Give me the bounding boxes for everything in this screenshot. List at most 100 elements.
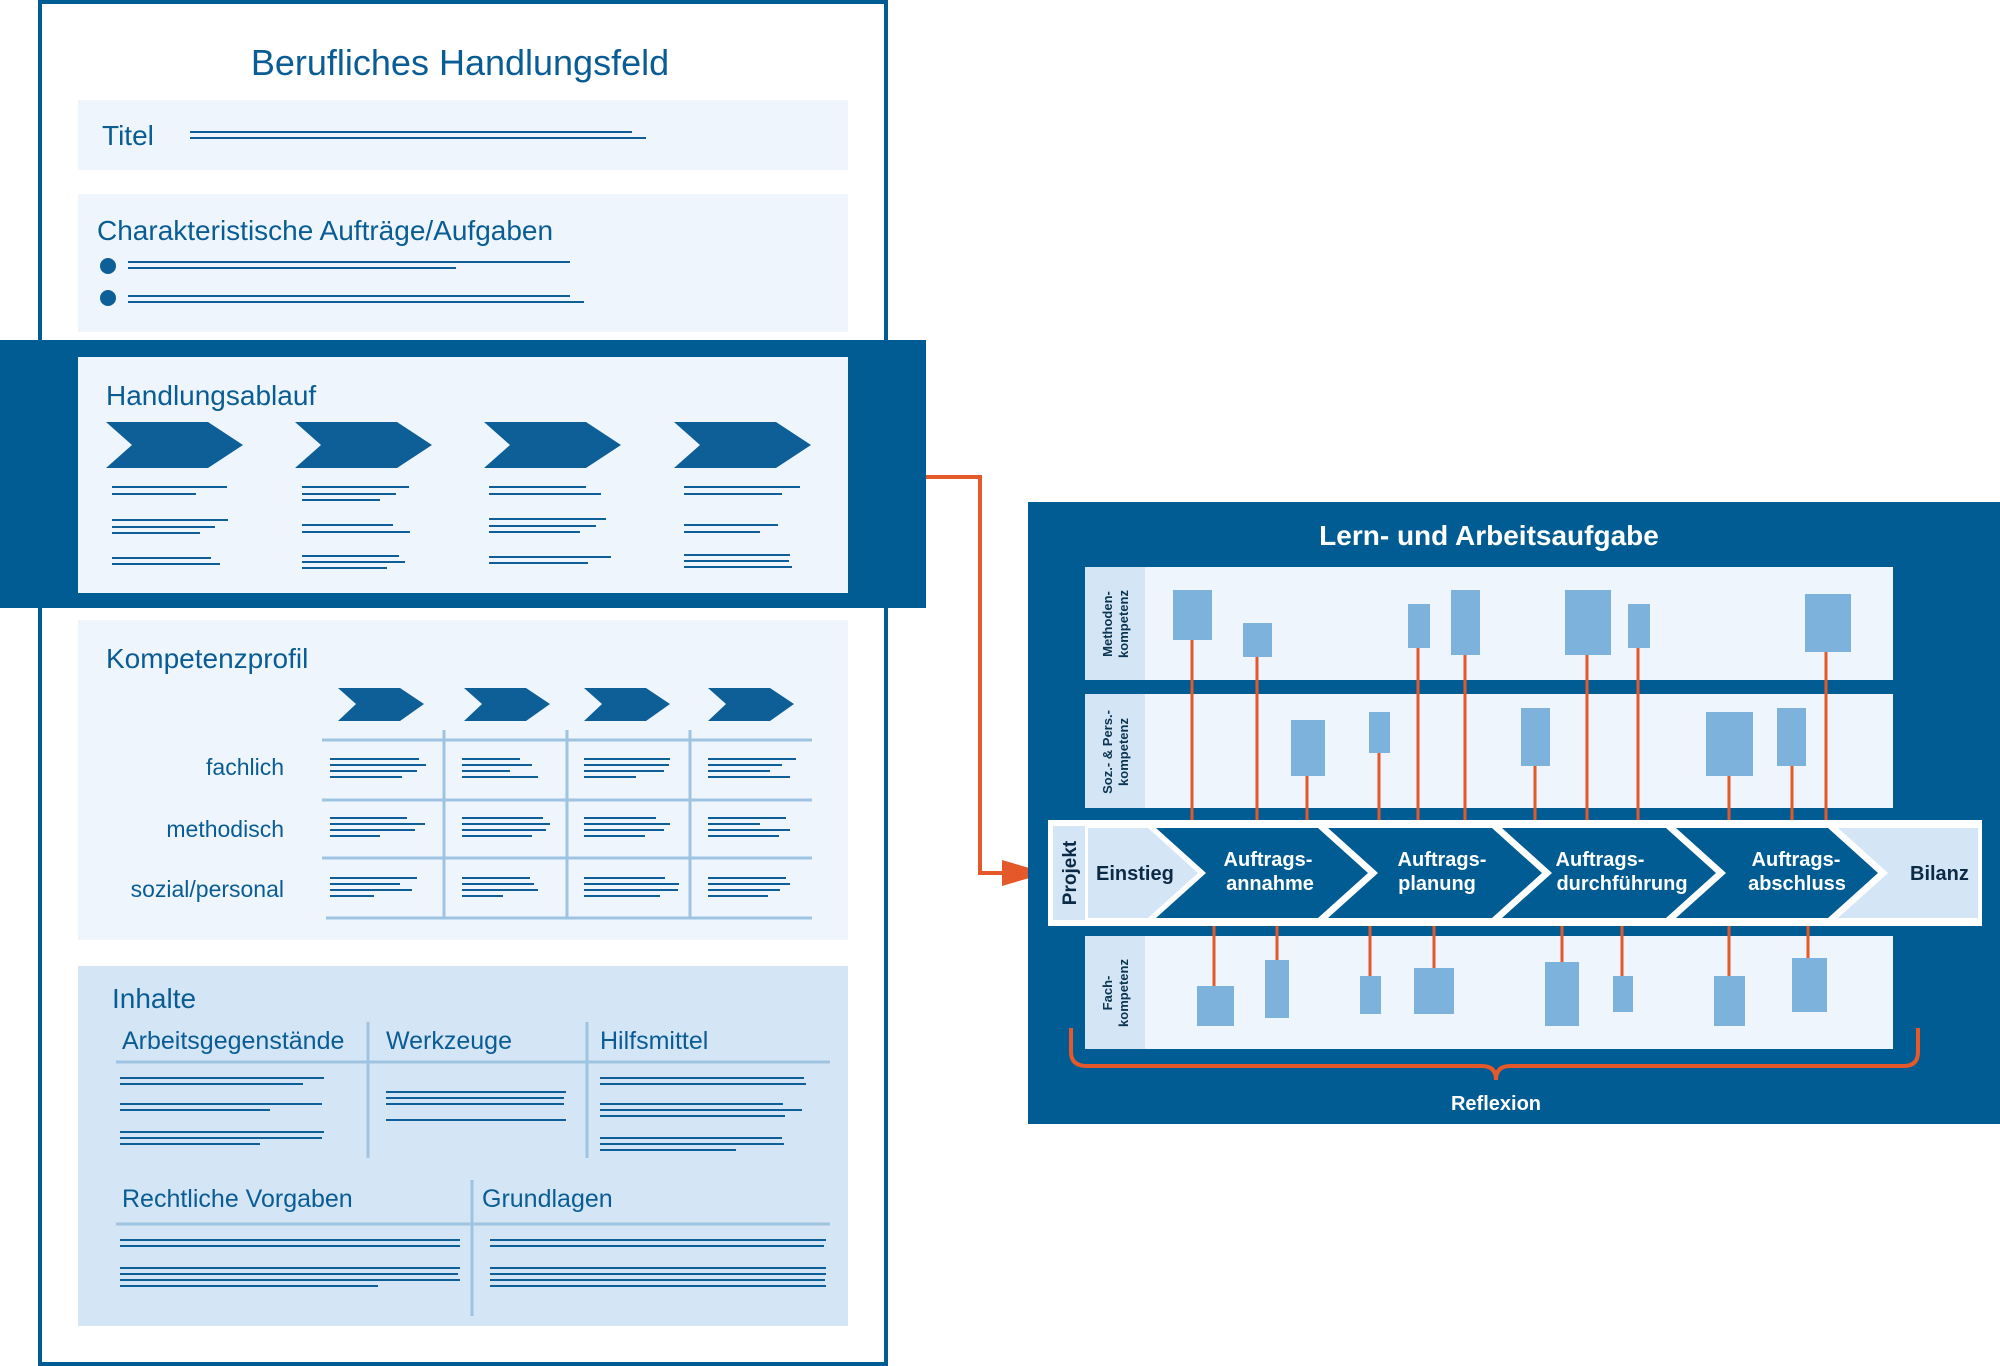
svg-text:kompetenz: kompetenz [1116, 718, 1131, 786]
handlungsablauf-placeholder-lines [112, 486, 800, 569]
svg-text:Methoden-: Methoden- [1100, 591, 1115, 657]
competence-box [1360, 976, 1381, 1014]
competence-connectors [1190, 640, 1828, 990]
methodenkompetenz-label-bg [1085, 567, 1145, 680]
inhalte-column-werkzeuge: Werkzeuge [386, 1027, 512, 1055]
sozialkompetenz-label: Soz.- & Pers.- kompetenz [1100, 710, 1131, 794]
kompetenzprofil-block [78, 620, 848, 940]
competence-box [1173, 590, 1212, 640]
handlungsablauf-chevrons [106, 422, 811, 468]
step-3-line-2: durchführung [1556, 873, 1687, 895]
svg-text:kompetenz: kompetenz [1116, 959, 1131, 1027]
left-panel-title: Berufliches Handlungsfeld [251, 42, 669, 83]
kompetenz-placeholder-lines [330, 758, 796, 897]
competence-box [1265, 960, 1289, 1018]
inhalte-column-grundlagen: Grundlagen [482, 1185, 613, 1213]
kompetenz-grid [322, 730, 812, 920]
sozialkompetenz-row [1085, 694, 1893, 808]
step-1-line-2: annahme [1226, 873, 1314, 895]
step-4-line-1: Auftrags- [1752, 849, 1841, 871]
methoden-boxes [1173, 590, 1851, 657]
competence-box [1408, 604, 1430, 648]
step-auftragsannahme [1156, 828, 1368, 918]
kompetenz-chevrons [338, 688, 794, 721]
competence-box [1369, 712, 1390, 753]
kompetenz-row-sozial: sozial/personal [131, 876, 284, 902]
chevron-arrow-icon [484, 422, 621, 468]
step-auftragsplanung [1328, 828, 1542, 918]
bullet-icon [100, 258, 116, 274]
competence-box [1805, 594, 1851, 652]
inhalte-column-hilfsmittel: Hilfsmittel [600, 1027, 708, 1055]
chevron-arrow-icon [338, 688, 424, 721]
titel-label: Titel [102, 120, 154, 151]
step-4-line-2: abschluss [1748, 873, 1846, 895]
competence-box [1451, 590, 1480, 655]
chevron-arrow-icon [674, 422, 811, 468]
competence-box [1792, 958, 1827, 1012]
inhalte-column-rechtliche-vorgaben: Rechtliche Vorgaben [122, 1185, 353, 1213]
chevron-arrow-icon [464, 688, 550, 721]
bilanz-step [1838, 828, 1978, 918]
auftraege-label: Charakteristische Aufträge/Aufgaben [97, 215, 553, 246]
competence-box [1197, 986, 1234, 1026]
bullet-icon [100, 290, 116, 306]
competence-box [1777, 708, 1806, 766]
svg-text:Soz.- & Pers.-: Soz.- & Pers.- [1100, 710, 1115, 794]
competence-box [1714, 976, 1745, 1026]
competence-box [1565, 590, 1611, 655]
inhalte-column-arbeitsgegenstaende: Arbeitsgegenstände [122, 1027, 344, 1055]
inhalte-placeholder-lines [120, 1077, 826, 1287]
chevron-arrow-icon [584, 688, 670, 721]
step-2-line-2: planung [1398, 873, 1476, 895]
fachkompetenz-label-bg [1085, 936, 1145, 1049]
sozial-boxes [1291, 708, 1806, 776]
competence-box [1628, 604, 1650, 648]
step-auftragsabschluss [1676, 828, 1878, 918]
competence-box [1291, 720, 1325, 776]
competence-box [1613, 976, 1633, 1012]
projekt-label-bg [1053, 826, 1085, 920]
sozialkompetenz-label-bg [1085, 694, 1145, 808]
connector-arrow-head-icon [1002, 860, 1046, 886]
einstieg-step [1088, 828, 1198, 918]
chevron-arrow-icon [708, 688, 794, 721]
step-3-line-1: Auftrags- [1556, 849, 1645, 871]
step-1-line-1: Auftrags- [1224, 849, 1313, 871]
titel-placeholder-lines [190, 131, 646, 139]
kompetenz-row-fachlich: fachlich [206, 754, 284, 780]
inhalte-label: Inhalte [112, 983, 196, 1014]
fachkompetenz-label: Fach- kompetenz [1100, 959, 1131, 1027]
einstieg-label: Einstieg [1096, 863, 1174, 885]
connector-arrow-line [926, 475, 1008, 875]
kompetenzprofil-label: Kompetenzprofil [106, 643, 308, 674]
methodenkompetenz-row [1085, 567, 1893, 680]
chevron-arrow-icon [295, 422, 432, 468]
bilanz-label: Bilanz [1910, 863, 1969, 885]
svg-text:kompetenz: kompetenz [1116, 590, 1131, 658]
step-2-line-1: Auftrags- [1398, 849, 1487, 871]
titel-block [78, 100, 848, 170]
step-auftragsdurchfuehrung [1502, 828, 1716, 918]
handlungsablauf-block [78, 357, 848, 593]
competence-box [1521, 708, 1550, 766]
chevron-arrow-icon [106, 422, 243, 468]
reflexion-brace [1069, 1028, 1920, 1081]
right-panel-title: Lern- und Arbeitsaufgabe [1319, 520, 1659, 551]
kompetenz-row-methodisch: methodisch [166, 816, 284, 842]
fach-boxes [1197, 958, 1827, 1026]
inhalte-block [78, 966, 848, 1326]
inhalte-grid [116, 1022, 830, 1316]
methodenkompetenz-label: Methoden- kompetenz [1100, 590, 1131, 658]
competence-box [1545, 962, 1579, 1026]
competence-box [1706, 712, 1753, 776]
competence-box [1414, 968, 1454, 1014]
projekt-label: Projekt [1060, 840, 1081, 905]
reflexion-label: Reflexion [1451, 1093, 1541, 1115]
svg-text:Fach-: Fach- [1100, 976, 1115, 1011]
handlungsablauf-label: Handlungsablauf [106, 380, 316, 411]
process-steps [1156, 828, 1878, 918]
auftraege-placeholder-lines [128, 261, 584, 303]
competence-box [1243, 623, 1272, 657]
